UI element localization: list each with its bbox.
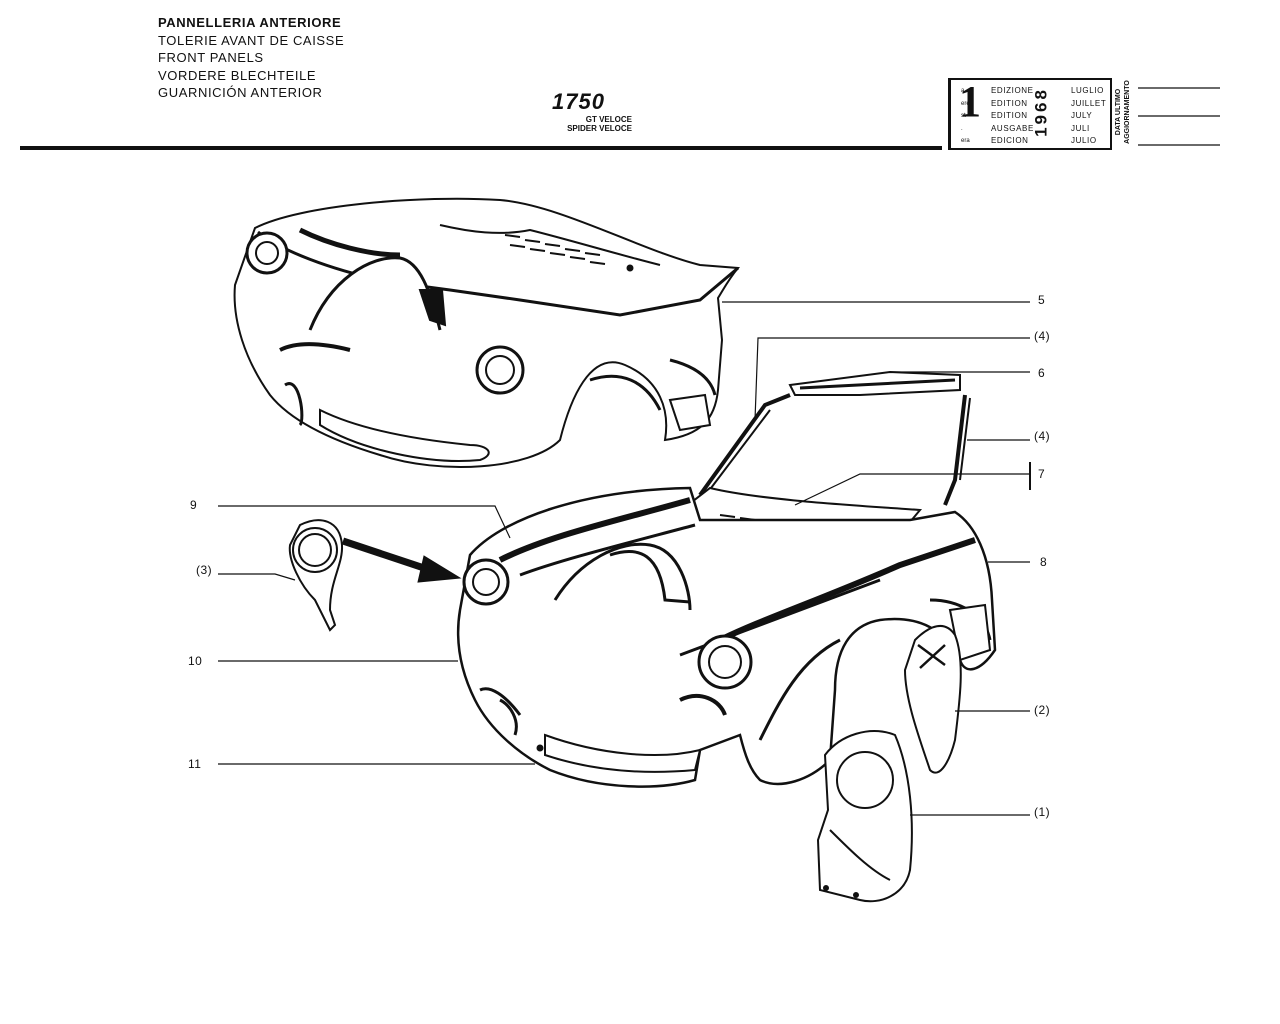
title-german: VORDERE BLECHTEILE [158, 67, 317, 83]
edition-box: 1 a ere st . era EDIZIONE EDITION EDITIO… [948, 78, 1112, 150]
leader-lines [218, 301, 1031, 816]
callout-10: 10 [188, 654, 203, 668]
callout-5: 5 [1038, 293, 1046, 307]
title-english: FRONT PANELS [158, 50, 264, 65]
callout-8: 8 [1040, 555, 1048, 569]
callout-6: 6 [1038, 366, 1046, 380]
variant-gt: GT VELOCE [585, 115, 632, 124]
title-block: PANNELLERIA ANTERIORE TOLERIE AVANT DE C… [158, 14, 344, 102]
edition-suffix: ere [961, 101, 970, 107]
edition-label: EDITION [991, 98, 1028, 108]
edition-month: JULI [1071, 123, 1090, 133]
callout-3: (3) [196, 563, 213, 577]
edition-months: LUGLIO JUILLET JULY JULI JULIO [1071, 85, 1106, 148]
edition-label: EDICION [991, 136, 1029, 145]
edition-month: JULY [1071, 111, 1093, 120]
inner-fender-part [903, 625, 962, 774]
callout-9: 9 [190, 498, 198, 512]
update-lines [1138, 87, 1220, 146]
edition-label: EDIZIONE [991, 86, 1034, 95]
model-variants: GT VELOCE SPIDER VELOCE [566, 115, 632, 133]
header-rule [20, 146, 942, 150]
title-spanish: GUARNICIÓN ANTERIOR [158, 85, 323, 100]
edition-label: AUSGABE [991, 123, 1034, 133]
callout-1: (1) [1034, 805, 1051, 819]
edition-suffix: era [961, 138, 970, 144]
edition-suffix: st [961, 113, 966, 119]
exploded-front-body [456, 370, 997, 788]
edition-labels: EDIZIONE EDITION EDITION AUSGABE EDICION [991, 85, 1034, 148]
edition-suffix: . [961, 126, 963, 132]
edition-month: JULIO [1071, 136, 1097, 145]
title-italian: PANNELLERIA ANTERIORE [158, 15, 342, 30]
callout-4b: (4) [1034, 429, 1051, 443]
variant-spider: SPIDER VELOCE [567, 123, 632, 133]
edition-number: 1 [959, 77, 981, 126]
title-french: TOLERIE AVANT DE CAISSE [158, 32, 345, 48]
callout-2: (2) [1034, 703, 1051, 717]
callout-7: 7 [1038, 467, 1046, 481]
front-body-assembly [233, 197, 741, 468]
edition-month: LUGLIO [1071, 86, 1104, 95]
edition-month: JUILLET [1071, 98, 1107, 108]
wheel-arch-part [816, 730, 913, 903]
edition-label: EDITION [991, 111, 1028, 120]
callout-4a: (4) [1034, 329, 1051, 343]
edition-suffix: a [961, 88, 965, 94]
headlight-surround-part [288, 519, 344, 632]
model-number: 1750 [552, 89, 605, 114]
callout-11: 11 [188, 757, 202, 771]
pointer-arrow [341, 537, 462, 583]
